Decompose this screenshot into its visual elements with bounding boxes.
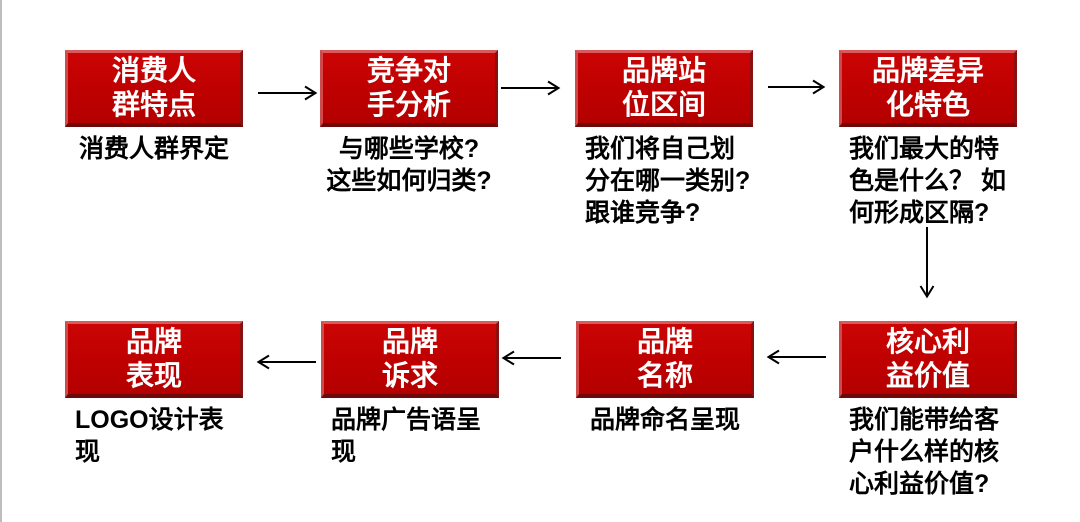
flow-caption-competitor-analysis: 与哪些学校? 这些如何归类? — [326, 135, 492, 195]
flow-step-competitor-analysis: 竞争对 手分析 与哪些学校? 这些如何归类? — [320, 50, 498, 197]
flow-box-brand-expression: 品牌 表现 — [65, 321, 243, 398]
flow-box-brand-positioning-range: 品牌站 位区间 — [575, 50, 753, 127]
flow-box-brand-differentiation: 品牌差异 化特色 — [839, 50, 1017, 127]
flow-caption-brand-appeal: 品牌广告语呈 现 — [331, 406, 482, 466]
flow-step-brand-positioning-range: 品牌站 位区间 我们将自己划 分在哪一类别? 跟谁竞争? — [575, 50, 753, 229]
flow-step-core-benefit-value: 核心利 益价值 我们能带给客 户什么样的核 心利益价值? — [839, 321, 1017, 500]
arrow-down-icon — [918, 226, 936, 305]
flow-step-brand-name: 品牌 名称 品牌命名呈现 — [576, 321, 754, 436]
flow-caption-brand-differentiation: 我们最大的特 色是什么？ 如 何形成区隔? — [849, 135, 1006, 227]
arrow-left-icon — [255, 353, 317, 376]
arrow-right-icon — [500, 79, 562, 102]
flow-caption-brand-positioning-range: 我们将自己划 分在哪一类别? 跟谁竞争? — [585, 135, 751, 227]
arrow-right-icon — [767, 78, 827, 101]
flow-box-consumer-group-traits: 消费人 群特点 — [65, 50, 243, 127]
flow-step-brand-differentiation: 品牌差异 化特色 我们最大的特 色是什么？ 如 何形成区隔? — [839, 50, 1017, 229]
flow-box-brand-name: 品牌 名称 — [576, 321, 754, 398]
flow-caption-core-benefit-value: 我们能带给客 户什么样的核 心利益价值? — [849, 406, 1000, 498]
arrow-left-icon — [500, 349, 562, 372]
flow-step-consumer-group-traits: 消费人 群特点 消费人群界定 — [65, 50, 243, 165]
flow-step-brand-expression: 品牌 表现 LOGO设计表 现 — [65, 321, 243, 468]
flow-box-brand-appeal: 品牌 诉求 — [321, 321, 499, 398]
left-edge-line — [0, 0, 2, 522]
flow-box-core-benefit-value: 核心利 益价值 — [839, 321, 1017, 398]
arrow-right-icon — [257, 84, 319, 107]
arrow-left-icon — [765, 348, 827, 371]
flow-caption-brand-name: 品牌命名呈现 — [589, 406, 740, 434]
flow-caption-consumer-group-traits: 消费人群界定 — [78, 135, 229, 163]
flow-caption-brand-expression: LOGO设计表 现 — [75, 406, 224, 466]
flow-box-competitor-analysis: 竞争对 手分析 — [320, 50, 498, 127]
flow-step-brand-appeal: 品牌 诉求 品牌广告语呈 现 — [321, 321, 499, 468]
